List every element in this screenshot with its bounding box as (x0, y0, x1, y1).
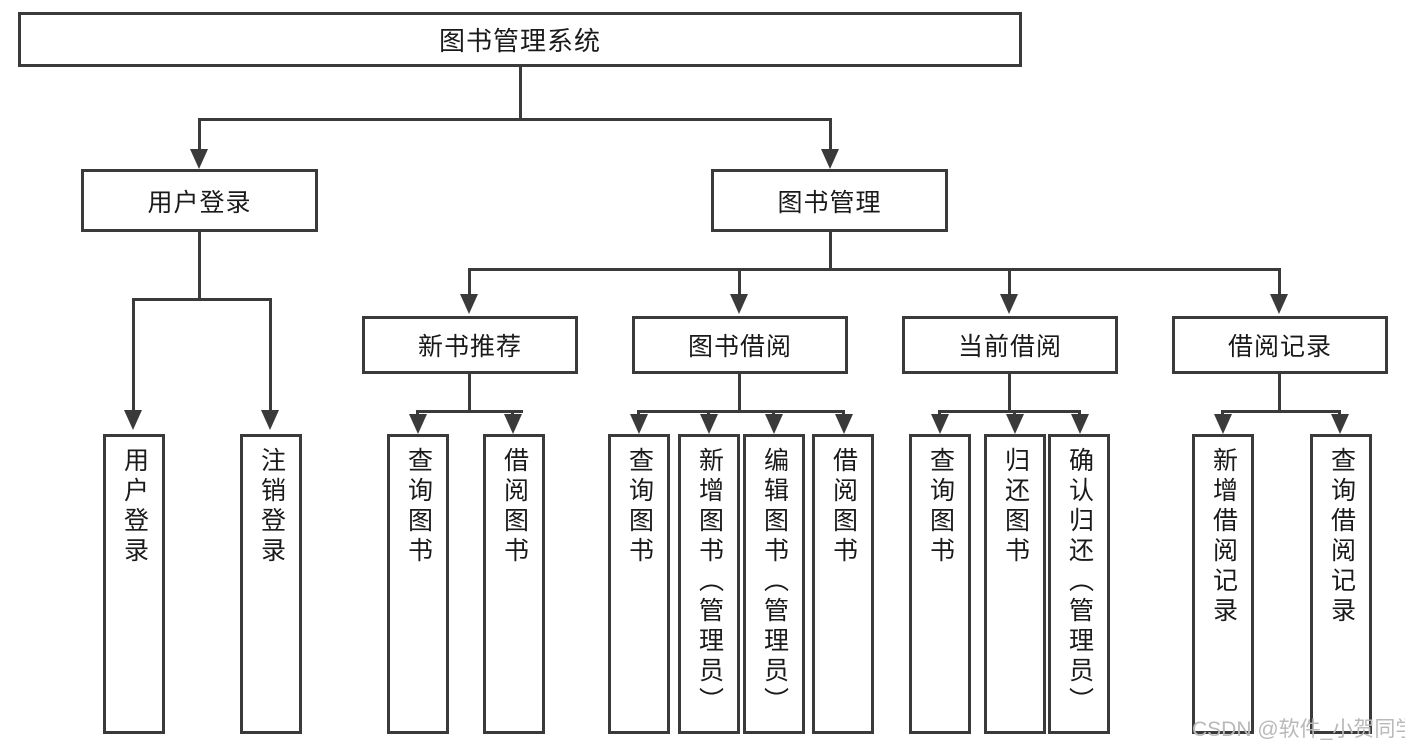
connector-bookmgmt-drop-2 (738, 268, 741, 296)
node-label: 查询图书 (926, 447, 955, 567)
connector-userlogin-bus (132, 298, 272, 301)
node-label: 查询图书 (625, 447, 654, 567)
node-label: 查询图书 (404, 447, 433, 567)
connector-bookmgmt-stem (829, 232, 832, 270)
connector-userlogin-drop-2 (269, 298, 272, 414)
node-label: 图书管理 (777, 188, 882, 217)
node-leaf-edit-book-admin[interactable]: 编辑图书（管理员） (743, 434, 805, 734)
node-label: 用户登录 (120, 447, 149, 567)
csdn-watermark: CSDN @软件_小贺同学 (1192, 718, 1405, 741)
connector-root-drop-2 (829, 118, 832, 149)
arrowhead-to-borrow-record (1270, 294, 1288, 314)
arrowhead-to-logout-leaf (261, 410, 279, 430)
connector-bookmgmt-drop-1 (468, 268, 471, 296)
connector-current-bus (938, 410, 1081, 413)
arrowhead-newbook-leaf-1 (409, 414, 427, 434)
node-label: 确认归还（管理员） (1065, 447, 1094, 717)
arrowhead-to-new-book-rec (460, 294, 478, 314)
connector-newbook-bus (416, 410, 523, 413)
arrowhead-current-leaf-3 (1071, 414, 1089, 434)
node-user-login[interactable]: 用户登录 (81, 169, 318, 232)
connector-root-bus (198, 118, 832, 121)
node-label: 借阅记录 (1227, 333, 1332, 361)
connector-bookmgmt-drop-4 (1278, 268, 1281, 296)
connector-userlogin-stem (198, 232, 201, 300)
arrowhead-borrow-leaf-4 (835, 414, 853, 434)
arrowhead-borrow-leaf-2 (700, 414, 718, 434)
node-leaf-return-books[interactable]: 归还图书 (984, 434, 1046, 734)
arrowhead-current-leaf-1 (931, 414, 949, 434)
arrowhead-to-book-mgmt (821, 149, 839, 169)
node-label: 新增借阅记录 (1209, 447, 1238, 627)
connector-borrow-bus (637, 410, 845, 413)
node-book-management-system[interactable]: 图书管理系统 (18, 12, 1022, 67)
node-borrowing-records[interactable]: 借阅记录 (1172, 316, 1388, 374)
connector-userlogin-drop-1 (132, 298, 135, 414)
node-leaf-query-books-rec[interactable]: 查询图书 (387, 434, 449, 734)
node-label: 图书借阅 (687, 333, 792, 361)
node-leaf-confirm-return-admin[interactable]: 确认归还（管理员） (1048, 434, 1110, 734)
node-label: 借阅图书 (829, 447, 858, 567)
node-label: 新增图书（管理员） (695, 447, 724, 717)
arrowhead-current-leaf-2 (1006, 414, 1024, 434)
node-label: 归还图书 (1001, 447, 1030, 567)
arrowhead-record-leaf-1 (1214, 414, 1232, 434)
connector-newbook-stem (468, 374, 471, 412)
node-label: 编辑图书（管理员） (760, 447, 789, 717)
arrowhead-borrow-leaf-1 (630, 414, 648, 434)
node-current-borrowing[interactable]: 当前借阅 (902, 316, 1118, 374)
arrowhead-record-leaf-2 (1331, 414, 1349, 434)
connector-borrow-stem (738, 374, 741, 412)
connector-bookmgmt-drop-3 (1008, 268, 1011, 296)
node-label: 用户登录 (147, 188, 252, 217)
node-label: 借阅图书 (500, 447, 529, 567)
node-leaf-query-borrow-record[interactable]: 查询借阅记录 (1310, 434, 1372, 734)
connector-record-bus (1221, 410, 1341, 413)
node-leaf-add-borrow-record[interactable]: 新增借阅记录 (1192, 434, 1254, 734)
arrowhead-to-user-login-leaf (124, 410, 142, 430)
node-label: 当前借阅 (957, 333, 1062, 361)
node-leaf-query-books-current[interactable]: 查询图书 (909, 434, 971, 734)
arrowhead-to-book-borrow (730, 294, 748, 314)
node-leaf-borrow-books-rec[interactable]: 借阅图书 (483, 434, 545, 734)
arrowhead-to-user-login (190, 149, 208, 169)
connector-record-stem (1278, 374, 1281, 412)
node-leaf-query-books[interactable]: 查询图书 (608, 434, 670, 734)
arrowhead-borrow-leaf-3 (765, 414, 783, 434)
node-label: 注销登录 (257, 447, 286, 567)
connector-root-stem (519, 67, 522, 120)
node-book-borrowing[interactable]: 图书借阅 (632, 316, 848, 374)
node-label: 新书推荐 (417, 333, 522, 361)
node-leaf-logout[interactable]: 注销登录 (240, 434, 302, 734)
node-new-book-recommendation[interactable]: 新书推荐 (362, 316, 578, 374)
node-label: 图书管理系统 (438, 26, 601, 56)
arrowhead-to-current-borrow (1000, 294, 1018, 314)
connector-bookmgmt-bus (468, 268, 1280, 271)
node-label: 查询借阅记录 (1327, 447, 1356, 627)
connector-current-stem (1008, 374, 1011, 412)
node-leaf-borrow-books[interactable]: 借阅图书 (812, 434, 874, 734)
arrowhead-newbook-leaf-2 (504, 414, 522, 434)
connector-root-drop-1 (198, 118, 201, 149)
node-book-management[interactable]: 图书管理 (711, 169, 948, 232)
node-leaf-user-login[interactable]: 用户登录 (103, 434, 165, 734)
node-leaf-add-book-admin[interactable]: 新增图书（管理员） (678, 434, 740, 734)
